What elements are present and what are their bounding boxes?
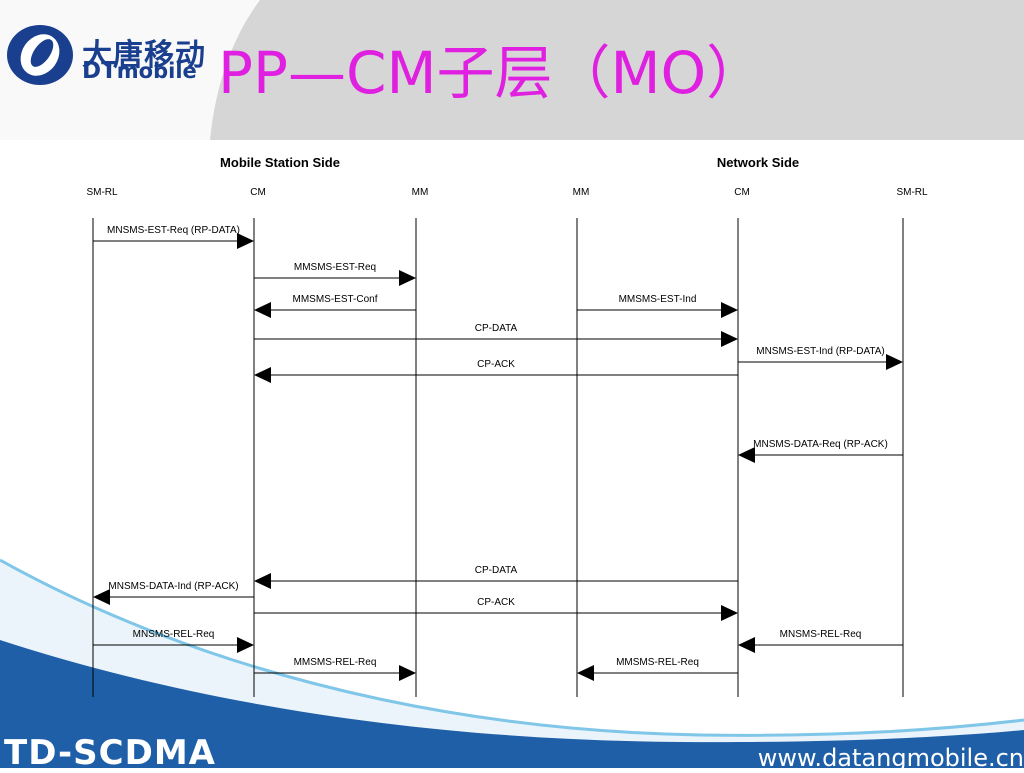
arrow-head-icon xyxy=(738,637,755,653)
arrow-head-icon xyxy=(721,302,738,318)
arrow-head-icon xyxy=(254,302,271,318)
lane-label: MM xyxy=(573,187,590,198)
logo-english-text: DTmobile xyxy=(82,58,197,84)
message-label: MNSMS-DATA-Req (RP-ACK) xyxy=(753,439,888,450)
footer-brand-td-scdma: TD-SCDMA xyxy=(4,733,216,773)
arrow-head-icon xyxy=(738,447,755,463)
footer-website: www.datangmobile.cn xyxy=(757,744,1024,772)
arrow-head-icon xyxy=(577,665,594,681)
message-label: MNSMS-REL-Req xyxy=(133,629,215,640)
message-label: MNSMS-REL-Req xyxy=(780,629,862,640)
footer-background xyxy=(0,558,1024,768)
header-swoosh xyxy=(0,0,260,140)
arrow-head-icon xyxy=(399,665,416,681)
message-label: CP-DATA xyxy=(475,323,518,334)
lane-label: CM xyxy=(250,187,266,198)
message-label: MNSMS-EST-Req (RP-DATA) xyxy=(107,225,240,236)
message-label: MNSMS-EST-Ind (RP-DATA) xyxy=(756,346,885,357)
slide-title: PP—CM子层（MO） xyxy=(218,39,765,107)
arrow-head-icon xyxy=(254,367,271,383)
side-title: Network Side xyxy=(717,155,799,170)
logo-mobile: mobile xyxy=(116,59,197,83)
logo-chinese-text: 大唐移动 xyxy=(82,38,206,73)
message-label: MMSMS-REL-Req xyxy=(294,657,377,668)
arrow-head-icon xyxy=(721,331,738,347)
message-label: MNSMS-DATA-Ind (RP-ACK) xyxy=(108,581,238,592)
dtmobile-logo-icon xyxy=(7,25,73,85)
arrow-head-icon xyxy=(237,233,254,249)
arrow-head-icon xyxy=(399,270,416,286)
lane-label: SM-RL xyxy=(896,187,928,198)
message-label: MMSMS-EST-Req xyxy=(294,262,376,273)
slide-header: 大唐移动 DTmobile PP—CM子层（MO） xyxy=(0,0,1024,140)
lane-label: CM xyxy=(734,187,750,198)
message-label: CP-ACK xyxy=(477,359,515,370)
message-label: MMSMS-REL-Req xyxy=(616,657,699,668)
message-label: CP-ACK xyxy=(477,597,515,608)
lane-label: SM-RL xyxy=(86,187,118,198)
message-label: MMSMS-EST-Conf xyxy=(292,294,377,305)
lane-label: MM xyxy=(412,187,429,198)
message-label: MMSMS-EST-Ind xyxy=(619,294,697,305)
logo-dt: DT xyxy=(82,58,117,84)
side-title: Mobile Station Side xyxy=(220,155,340,170)
arrow-head-icon xyxy=(93,589,110,605)
arrow-head-icon xyxy=(721,605,738,621)
arrow-head-icon xyxy=(254,573,271,589)
message-label: CP-DATA xyxy=(475,565,518,576)
arrow-head-icon xyxy=(237,637,254,653)
arrow-head-icon xyxy=(886,354,903,370)
